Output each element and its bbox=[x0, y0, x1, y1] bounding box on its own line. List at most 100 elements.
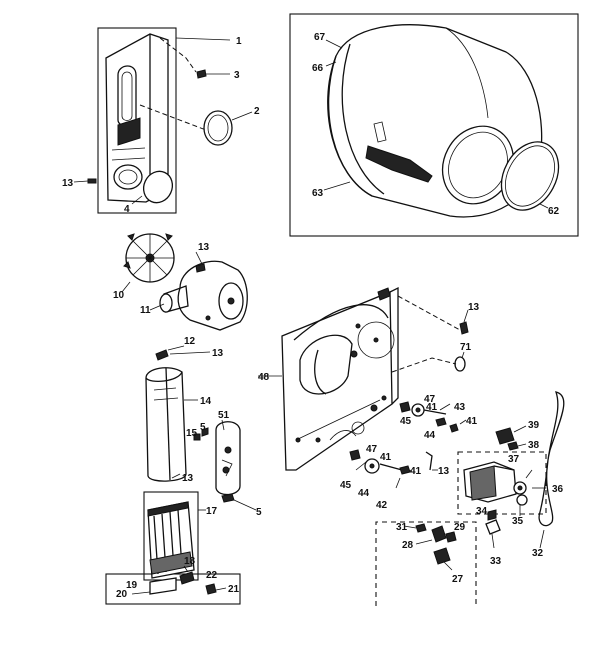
terminal bbox=[179, 571, 195, 585]
screw bbox=[87, 178, 97, 184]
clip bbox=[155, 349, 169, 361]
callout: 11 bbox=[140, 305, 151, 316]
grommet bbox=[454, 356, 466, 372]
rear-bulkhead bbox=[281, 286, 399, 471]
bolt bbox=[221, 493, 235, 503]
drum bbox=[327, 24, 543, 218]
callout: 33 bbox=[490, 556, 502, 567]
idler-upper bbox=[399, 401, 467, 433]
callout: 17 bbox=[206, 506, 218, 517]
callout: 51 bbox=[218, 410, 230, 421]
callout: 3 bbox=[234, 70, 240, 81]
clip bbox=[487, 509, 497, 521]
callout: 19 bbox=[126, 580, 138, 591]
callout: 41 bbox=[426, 402, 438, 413]
callout: 43 bbox=[454, 402, 466, 413]
callout: 13 bbox=[62, 178, 74, 189]
callout: 22 bbox=[206, 570, 218, 581]
callout: 28 bbox=[402, 540, 414, 551]
switch bbox=[433, 547, 451, 565]
callout: 4 bbox=[124, 204, 130, 215]
callout: 41 bbox=[380, 452, 392, 463]
callout: 44 bbox=[424, 430, 436, 441]
idler-lower bbox=[349, 449, 438, 489]
callout: 37 bbox=[508, 454, 520, 465]
heating-element bbox=[147, 501, 195, 579]
callout: 48 bbox=[258, 372, 270, 383]
screw bbox=[459, 321, 469, 335]
drum-group bbox=[289, 13, 579, 237]
callout: 36 bbox=[552, 484, 564, 495]
screw bbox=[195, 263, 206, 273]
front-panel-frame bbox=[97, 27, 177, 214]
callout: 44 bbox=[358, 488, 370, 499]
drive-belt bbox=[538, 391, 565, 527]
callout: 27 bbox=[452, 574, 464, 585]
blower-wheel bbox=[123, 233, 175, 283]
switch-frame bbox=[375, 521, 477, 606]
callout: 15 bbox=[186, 428, 198, 439]
callout: 13 bbox=[182, 473, 194, 484]
motor-pulley bbox=[516, 494, 528, 506]
clip bbox=[196, 69, 207, 79]
felt-seal bbox=[203, 110, 233, 146]
callout: 5 bbox=[200, 422, 206, 433]
callout: 34 bbox=[476, 506, 488, 517]
callout: 67 bbox=[314, 32, 326, 43]
callout: 62 bbox=[548, 206, 560, 217]
callout: 42 bbox=[376, 500, 388, 511]
heater-group bbox=[105, 491, 241, 605]
callout: 45 bbox=[400, 416, 412, 427]
callout: 47 bbox=[424, 394, 436, 405]
clip bbox=[205, 583, 217, 595]
duct-group bbox=[145, 345, 257, 511]
bracket bbox=[215, 421, 241, 496]
switch bbox=[495, 427, 515, 445]
lint-screen bbox=[142, 170, 174, 204]
blower-group bbox=[121, 233, 248, 331]
bolt bbox=[201, 427, 209, 437]
callout: 18 bbox=[184, 556, 196, 567]
exhaust-duct bbox=[105, 33, 169, 203]
callout: 66 bbox=[312, 63, 324, 74]
callout: 14 bbox=[200, 396, 212, 407]
callout: 45 bbox=[340, 480, 352, 491]
callout: 41 bbox=[410, 466, 422, 477]
front-panel-group bbox=[73, 27, 253, 214]
callout: 32 bbox=[532, 548, 544, 559]
callout: 29 bbox=[454, 522, 466, 533]
callout: 21 bbox=[228, 584, 240, 595]
callout: 2 bbox=[254, 106, 260, 117]
callout: 13 bbox=[198, 242, 210, 253]
motor-frame bbox=[457, 451, 547, 515]
callout: 31 bbox=[396, 522, 408, 533]
blower-housing bbox=[159, 260, 248, 331]
drum-frame bbox=[289, 13, 579, 237]
screw bbox=[193, 433, 201, 441]
switch-group bbox=[375, 521, 477, 606]
callout: 47 bbox=[366, 444, 378, 455]
callout: 13 bbox=[468, 302, 480, 313]
callout: 41 bbox=[466, 416, 478, 427]
callout: 35 bbox=[512, 516, 524, 527]
callout: 13 bbox=[212, 348, 224, 359]
callout: 1 bbox=[236, 36, 242, 47]
callout: 71 bbox=[460, 342, 472, 353]
callout: 20 bbox=[116, 589, 128, 600]
callout: 38 bbox=[528, 440, 540, 451]
callout: 12 bbox=[184, 336, 196, 347]
callout: 10 bbox=[113, 290, 125, 301]
callout-labels: 1 3 2 13 4 67 66 63 62 13 10 11 12 13 14… bbox=[62, 32, 564, 600]
callout: 5 bbox=[256, 507, 262, 518]
bracket bbox=[485, 519, 501, 535]
terminal-block bbox=[149, 577, 177, 595]
rear-bulkhead-group bbox=[258, 286, 469, 471]
callout: 39 bbox=[528, 420, 540, 431]
callout: 13 bbox=[438, 466, 450, 477]
motor-group bbox=[457, 391, 565, 549]
drum-seal bbox=[500, 141, 560, 211]
vent-duct bbox=[145, 367, 187, 482]
drive-motor bbox=[463, 461, 527, 503]
callout: 63 bbox=[312, 188, 324, 199]
